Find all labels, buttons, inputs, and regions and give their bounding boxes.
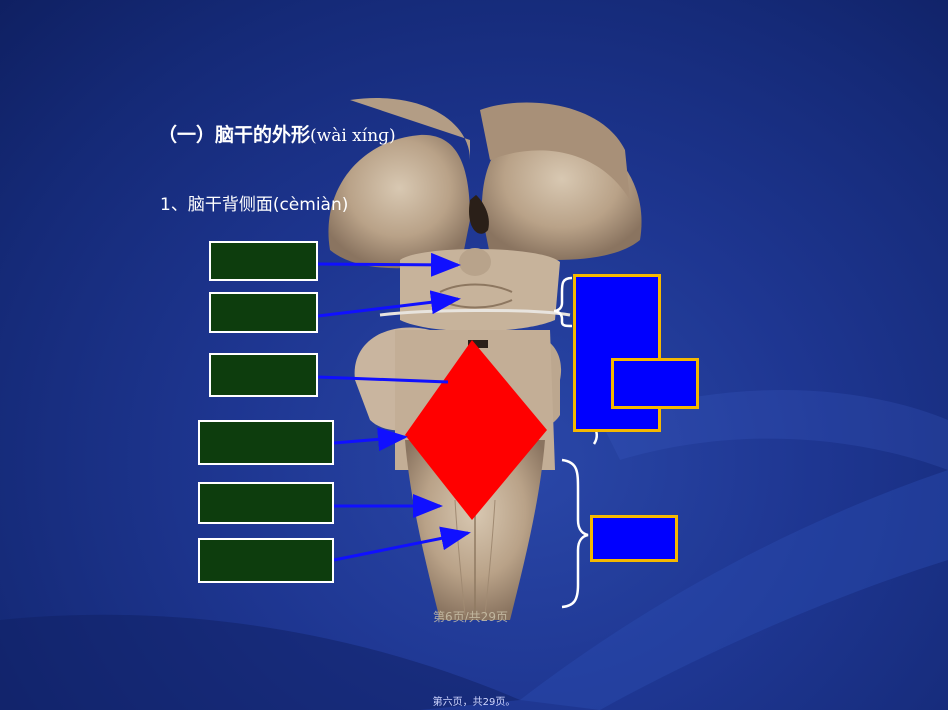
arrow-1 <box>317 252 461 277</box>
arrow-4 <box>333 427 408 452</box>
title-main: （一）脑干的外形 <box>158 124 311 146</box>
label-box-6 <box>198 538 334 583</box>
rhomboid-fossa-diamond <box>405 340 547 520</box>
arrow-2 <box>317 290 461 318</box>
page-indicator: 第6页/共29页 <box>433 610 508 624</box>
arrow-6 <box>333 526 471 562</box>
label-box-3 <box>209 353 318 397</box>
label-box-2 <box>209 292 318 333</box>
blue-box-lower <box>590 515 678 562</box>
label-box-1 <box>209 241 318 281</box>
label-box-4 <box>198 420 334 465</box>
slide-subtitle: 1、脑干背侧面(cèmiàn) <box>160 195 349 215</box>
blue-box-overlap <box>611 358 699 409</box>
arrow-3 <box>317 375 449 384</box>
label-box-5 <box>198 482 334 524</box>
slide-footer: 第六页，共29页。 <box>432 697 516 708</box>
title-pinyin: (wài xínɡ) <box>310 126 396 146</box>
slide-title: （一）脑干的外形(wài xínɡ) <box>158 120 396 147</box>
